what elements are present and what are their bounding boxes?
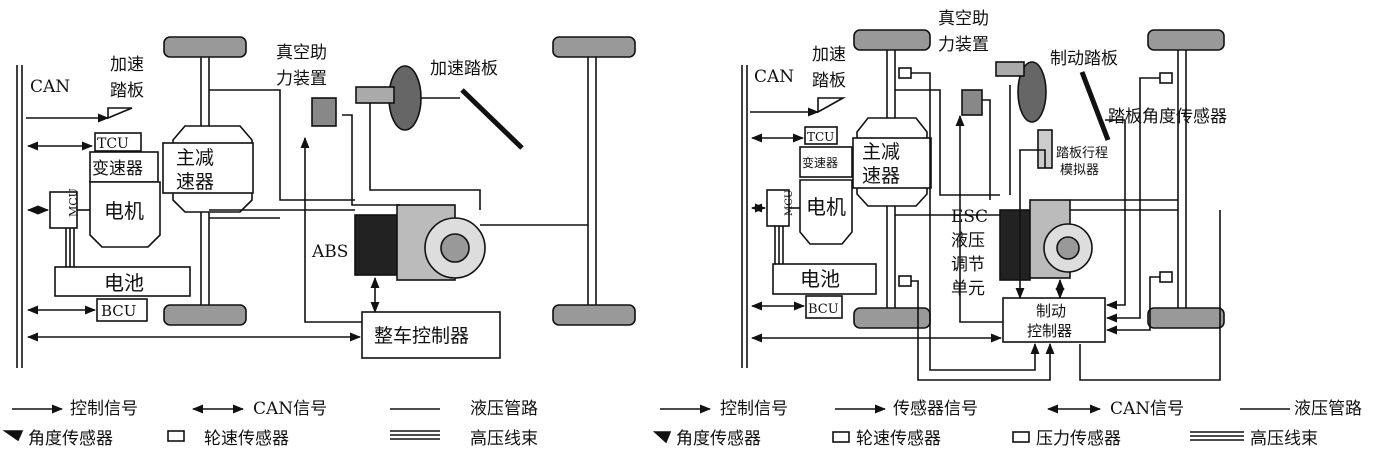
right-battery-box [772, 263, 877, 295]
right-brake-controller-box [1002, 297, 1106, 343]
right-legend [652, 404, 1290, 444]
left-accel-pedal-top-label: 加速踏板 [430, 59, 498, 79]
left-bcu-label: BCU [101, 302, 136, 320]
legend-right-hydraulic: 液压管路 [1294, 399, 1362, 419]
left-transmission-box [89, 151, 159, 183]
right-legend-text: 控制信号 传感器信号 CAN信号 液压管路 角度传感器 轮速传感器 压力传感器 … [676, 399, 1362, 449]
right-bcu-box [805, 295, 843, 319]
left-mcu-box [49, 191, 78, 229]
right-wheel-fl [853, 29, 931, 51]
right-can-label: CAN [754, 67, 794, 87]
left-vacuum-booster [311, 65, 524, 150]
right-wheel-speed-sensor-rl [898, 275, 912, 287]
left-wheel-fl [163, 36, 247, 58]
right-esc-label-3: 调节 [951, 255, 985, 275]
left-diagram [16, 36, 636, 368]
left-tcu-box [94, 132, 142, 152]
left-can-label: CAN [30, 77, 70, 97]
right-transmission-box [799, 146, 853, 178]
right-mcu-label: MCU [784, 190, 795, 216]
left-hv-harness [65, 228, 75, 267]
right-wheel-speed-sensor-fr [1159, 72, 1173, 84]
right-tcu-label: TCU [807, 130, 834, 144]
right-diagram [741, 29, 1225, 381]
left-motor-label: 电机 [104, 199, 144, 223]
legend-right-control-signal: 控制信号 [720, 399, 788, 419]
legend-right-angle-sensor: 角度传感器 [676, 429, 761, 449]
right-bcu-label: BCU [808, 302, 839, 317]
right-motor-box [799, 179, 853, 245]
legend-left-hv-harness: 高压线束 [470, 429, 538, 449]
left-can-bus [16, 65, 23, 368]
legend-left-angle-sensor: 角度传感器 [28, 429, 113, 449]
left-vcu-label: 整车控制器 [374, 325, 469, 347]
legend-right-hv-harness: 高压线束 [1250, 429, 1318, 449]
right-pedal-angle-sensor-label: 踏板角度传感器 [1108, 107, 1227, 127]
right-wheel-rr [1147, 307, 1225, 329]
right-can-bus [741, 65, 748, 368]
left-accel-pedal-label-1: 加速 [110, 55, 144, 75]
legend-right-pressure-sensor: 压力传感器 [1036, 429, 1121, 449]
right-accel-pedal-label-2: 踏板 [812, 71, 846, 91]
left-wheel-fr [552, 36, 636, 58]
right-final-drive-label-2: 速器 [862, 165, 900, 187]
legend-right-can-signal: CAN信号 [1110, 399, 1184, 419]
right-esc-label-1: ESC [951, 207, 988, 227]
legend-left-can-signal: CAN信号 [253, 399, 327, 419]
right-tcu-box [804, 126, 838, 145]
right-esc-label-2: 液压 [951, 231, 985, 251]
right-labels: CAN 加速 踏板 真空助 力装置 制动踏板 踏板角度传感器 踏板行程 模拟器 … [754, 9, 1227, 340]
right-transmission-label: 变速器 [802, 155, 838, 170]
left-battery-label: 电池 [104, 271, 144, 295]
legend-left-control-signal: 控制信号 [70, 399, 138, 419]
left-wheel-rr [552, 304, 636, 326]
left-transmission-label: 变速器 [92, 159, 143, 179]
left-vacuum-booster-label-2: 力装置 [276, 69, 327, 89]
left-axle-right [587, 57, 597, 305]
right-wheel-speed-sensor-rr [1159, 271, 1173, 283]
left-labels: CAN 加速 踏板 真空助 力装置 加速踏板 TCU 变速器 电机 MCU 主减… [30, 43, 498, 347]
right-brake-controller-label-2: 控制器 [1027, 322, 1072, 340]
left-bcu-box [96, 298, 148, 322]
right-axle-right [1177, 50, 1187, 308]
left-tcu-label: TCU [97, 136, 129, 152]
left-final-drive-label-2: 速器 [176, 171, 214, 193]
left-mcu-label: MCU [67, 188, 80, 217]
right-esc-label-4: 单元 [951, 279, 985, 299]
right-brake-controller-label-1: 制动 [1036, 302, 1066, 320]
right-wheel-speed-sensor-fl [898, 67, 912, 79]
legend-left-wheel-speed: 轮速传感器 [204, 429, 289, 449]
left-abs-label: ABS [311, 242, 348, 262]
left-accel-pedal-label-2: 踏板 [110, 81, 144, 101]
left-vacuum-booster-label-1: 真空助 [276, 43, 327, 63]
legend-right-sensor-signal: 传感器信号 [893, 399, 978, 419]
right-final-drive-label-1: 主减 [862, 141, 900, 163]
right-wheel-fr [1147, 29, 1225, 51]
right-vacuum-booster-label-2: 力装置 [938, 35, 989, 55]
right-battery-label: 电池 [800, 267, 840, 291]
left-legend-text: 控制信号 CAN信号 液压管路 角度传感器 轮速传感器 高压线束 [28, 399, 538, 449]
legend-left-hydraulic: 液压管路 [470, 399, 538, 419]
right-vacuum-booster-label-1: 真空助 [938, 9, 989, 29]
left-vcu-box [361, 311, 501, 359]
left-final-drive-label-1: 主减 [176, 147, 214, 169]
right-motor-label: 电机 [806, 195, 846, 219]
left-motor-box [89, 181, 161, 248]
legend-right-wheel-speed: 轮速传感器 [856, 429, 941, 449]
right-pedal-sim-label-2: 模拟器 [1060, 163, 1099, 178]
left-legend [2, 404, 440, 442]
right-esc-unit [999, 199, 1093, 281]
left-abs-unit [354, 204, 486, 281]
left-battery-box [54, 266, 191, 297]
right-pedal-sim-label-1: 踏板行程 [1056, 146, 1108, 161]
right-accel-pedal-label-1: 加速 [812, 45, 846, 65]
left-wheel-rl [163, 304, 247, 326]
right-hv-harness [774, 226, 784, 264]
right-brake-pedal-label: 制动踏板 [1050, 49, 1118, 69]
